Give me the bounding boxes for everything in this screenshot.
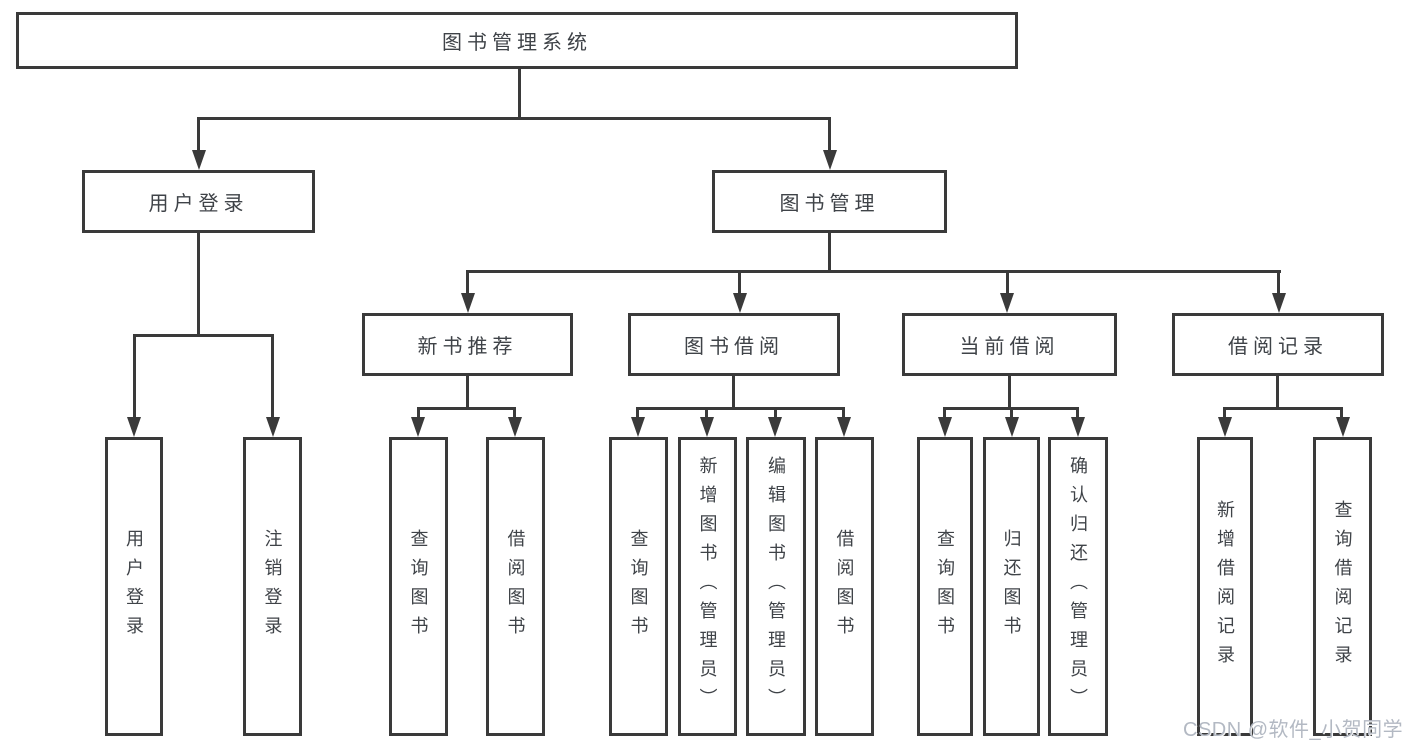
node-br-query-record: 查询借阅记录	[1313, 437, 1372, 736]
node-cb-confirm-return-admin-label: 确认归还（管理员）	[1068, 456, 1088, 717]
node-bb-edit-book-admin: 编辑图书（管理员）	[746, 437, 806, 736]
connector-line	[636, 407, 844, 410]
connector-line	[636, 407, 639, 420]
connector-line	[271, 334, 274, 419]
connector-line	[738, 270, 741, 295]
connector-line	[197, 117, 831, 120]
node-bb-borrow-books-label: 借阅图书	[834, 528, 855, 645]
node-leaf-user-login: 用户登录	[105, 437, 163, 736]
connector-arrowhead	[823, 150, 837, 170]
connector-line	[133, 334, 136, 419]
connector-line	[705, 407, 708, 420]
connector-line	[828, 233, 831, 273]
connector-line	[466, 270, 1281, 273]
node-leaf-logout: 注销登录	[243, 437, 302, 736]
connector-line	[417, 407, 516, 410]
node-cb-return-books: 归还图书	[983, 437, 1040, 736]
connector-line	[1223, 407, 1226, 420]
node-nbr-borrow-books: 借阅图书	[486, 437, 545, 736]
node-nbr-query-books: 查询图书	[389, 437, 448, 736]
connector-line	[774, 407, 777, 420]
connector-arrowhead	[631, 417, 645, 437]
connector-line	[1340, 407, 1343, 420]
node-br-add-record-label: 新增借阅记录	[1215, 499, 1235, 674]
connector-arrowhead	[411, 417, 425, 437]
connector-arrowhead	[461, 293, 475, 313]
node-cb-query-books: 查询图书	[917, 437, 973, 736]
node-book-borrow: 图书借阅	[628, 313, 840, 376]
node-book-management-branch: 图书管理	[712, 170, 947, 233]
connector-line	[466, 376, 469, 409]
connector-line	[417, 407, 420, 420]
node-bb-add-book-admin: 新增图书（管理员）	[678, 437, 737, 736]
connector-line	[197, 117, 200, 151]
node-bb-query-books: 查询图书	[609, 437, 668, 736]
connector-line	[1010, 407, 1013, 420]
connector-arrowhead	[700, 417, 714, 437]
node-leaf-user-login-label: 用户登录	[124, 528, 144, 645]
node-br-query-record-label: 查询借阅记录	[1332, 499, 1353, 674]
connector-arrowhead	[938, 417, 952, 437]
connector-arrowhead	[1218, 417, 1232, 437]
connector-line	[1276, 376, 1279, 409]
connector-arrowhead	[192, 150, 206, 170]
connector-line	[133, 334, 274, 337]
node-user-login-branch: 用户登录	[82, 170, 315, 233]
node-bb-borrow-books: 借阅图书	[815, 437, 874, 736]
node-cb-confirm-return-admin: 确认归还（管理员）	[1048, 437, 1108, 736]
connector-line	[518, 68, 521, 118]
connector-line	[1006, 270, 1009, 295]
connector-arrowhead	[1000, 293, 1014, 313]
connector-line	[466, 270, 469, 295]
connector-line	[1076, 407, 1079, 420]
connector-line	[1008, 376, 1011, 409]
node-new-book-recommend: 新书推荐	[362, 313, 573, 376]
node-bb-add-book-admin-label: 新增图书（管理员）	[697, 456, 718, 717]
connector-arrowhead	[1272, 293, 1286, 313]
connector-line	[842, 407, 845, 420]
connector-arrowhead	[127, 417, 141, 437]
node-nbr-borrow-books-label: 借阅图书	[505, 528, 526, 645]
connector-arrowhead	[768, 417, 782, 437]
connector-arrowhead	[837, 417, 851, 437]
node-cb-query-books-label: 查询图书	[935, 528, 955, 645]
node-bb-query-books-label: 查询图书	[628, 528, 649, 645]
connector-arrowhead	[1071, 417, 1085, 437]
connector-line	[1223, 407, 1343, 410]
node-current-borrow: 当前借阅	[902, 313, 1117, 376]
connector-line	[732, 376, 735, 409]
node-bb-edit-book-admin-label: 编辑图书（管理员）	[766, 456, 786, 717]
connector-line	[197, 233, 200, 337]
connector-arrowhead	[1005, 417, 1019, 437]
connector-arrowhead	[266, 417, 280, 437]
node-leaf-logout-label: 注销登录	[262, 528, 283, 645]
connector-arrowhead	[1336, 417, 1350, 437]
connector-line	[513, 407, 516, 420]
csdn-watermark: CSDN @软件_小贺同学	[1183, 719, 1404, 741]
connector-arrowhead	[508, 417, 522, 437]
node-nbr-query-books-label: 查询图书	[408, 528, 429, 645]
connector-line	[828, 117, 831, 151]
connector-line	[1277, 270, 1280, 295]
node-br-add-record: 新增借阅记录	[1197, 437, 1253, 736]
connector-line	[943, 407, 946, 420]
node-root-system: 图书管理系统	[16, 12, 1018, 69]
connector-arrowhead	[733, 293, 747, 313]
node-borrow-records: 借阅记录	[1172, 313, 1384, 376]
node-cb-return-books-label: 归还图书	[1001, 528, 1022, 645]
